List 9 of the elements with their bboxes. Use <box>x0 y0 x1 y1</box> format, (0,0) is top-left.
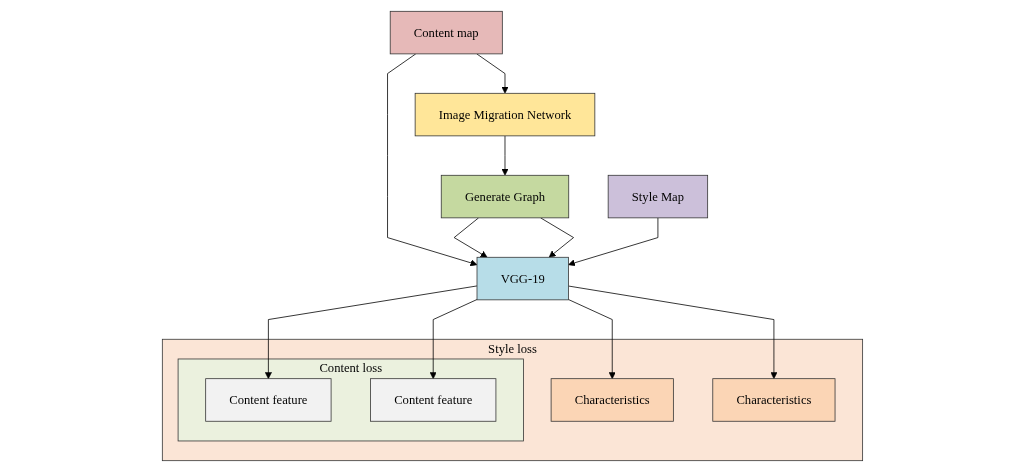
node-box: VGG-19 <box>476 256 569 301</box>
node-box: Style Map <box>607 174 708 219</box>
node-box: Content map <box>389 10 503 55</box>
node-box: Characteristics <box>550 378 674 422</box>
node-box: Characteristics <box>711 378 835 422</box>
node-box: Generate Graph <box>440 174 569 219</box>
node-box: Content feature <box>204 378 331 422</box>
node-box: Content feature <box>369 378 496 422</box>
node-box: Image Migration Network <box>414 92 595 137</box>
